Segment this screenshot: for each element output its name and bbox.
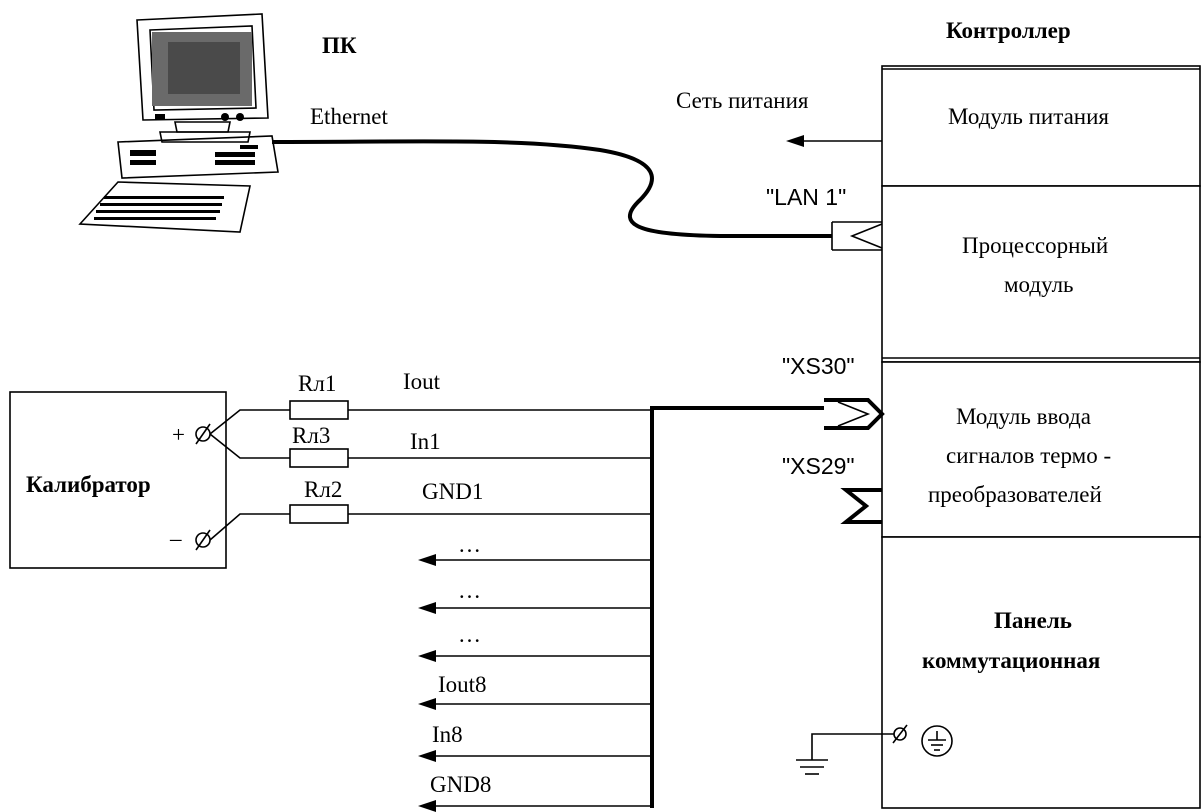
calibrator-label: Калибратор bbox=[26, 472, 151, 497]
protective-earth-icon bbox=[921, 725, 953, 757]
xs30-connector bbox=[824, 398, 885, 430]
xs29-label: "XS29" bbox=[782, 453, 855, 479]
wire-gnd1-left bbox=[209, 513, 290, 541]
lan1-label: "LAN 1" bbox=[766, 184, 846, 210]
panel-terminal bbox=[892, 724, 908, 744]
power-module-label: Модуль питания bbox=[948, 104, 1109, 129]
wire-iout-left bbox=[209, 409, 290, 435]
lan1-connector bbox=[831, 221, 883, 251]
input-module-label-3: преобразователей bbox=[928, 482, 1102, 507]
ethernet-label: Ethernet bbox=[310, 104, 389, 129]
controller-title: Контроллер bbox=[946, 18, 1071, 43]
dots-3: … bbox=[458, 622, 481, 647]
ground-icon bbox=[796, 733, 894, 775]
cpu-module-label-1: Процессорный bbox=[962, 233, 1108, 258]
ethernet-cable bbox=[271, 139, 832, 238]
plus-sign: + bbox=[172, 422, 185, 447]
dots-2: … bbox=[458, 578, 481, 603]
input-module-label-2: сигналов термо - bbox=[946, 443, 1111, 468]
mains-label: Сеть питания bbox=[676, 88, 809, 113]
in1-label: In1 bbox=[410, 429, 441, 454]
panel-label-2: коммутационная bbox=[922, 648, 1100, 673]
rl3-label: Rл3 bbox=[292, 423, 330, 448]
cpu-module-label-2: модуль bbox=[1004, 272, 1074, 297]
input-module-box bbox=[881, 361, 1201, 538]
dots-1: … bbox=[458, 532, 481, 557]
wire-in1-left bbox=[209, 433, 290, 459]
power-module-box bbox=[881, 65, 1201, 187]
input-module-label-1: Модуль ввода bbox=[956, 404, 1091, 429]
rl2-label: Rл2 bbox=[304, 477, 342, 502]
switching-panel-box bbox=[881, 536, 1201, 809]
minus-sign: – bbox=[169, 526, 182, 551]
xs29-connector bbox=[840, 488, 882, 524]
mains-arrowhead bbox=[786, 135, 804, 147]
resistor-rl3 bbox=[289, 448, 349, 468]
resistor-rl1 bbox=[289, 400, 349, 420]
iout-label: Iout bbox=[403, 369, 441, 394]
in8-label: In8 bbox=[432, 722, 463, 747]
bus-arrows bbox=[418, 554, 652, 812]
gnd1-label: GND1 bbox=[422, 479, 483, 504]
panel-label-1: Панель bbox=[994, 608, 1072, 633]
resistor-rl2 bbox=[289, 504, 349, 524]
computer-icon bbox=[78, 13, 279, 233]
gnd8-label: GND8 bbox=[430, 772, 491, 797]
rl1-label: Rл1 bbox=[298, 371, 336, 396]
controller bbox=[881, 65, 1201, 809]
calibrator-box bbox=[9, 391, 227, 569]
xs30-label: "XS30" bbox=[782, 353, 855, 379]
pc-label: ПК bbox=[322, 33, 357, 58]
iout8-label: Iout8 bbox=[438, 672, 487, 697]
